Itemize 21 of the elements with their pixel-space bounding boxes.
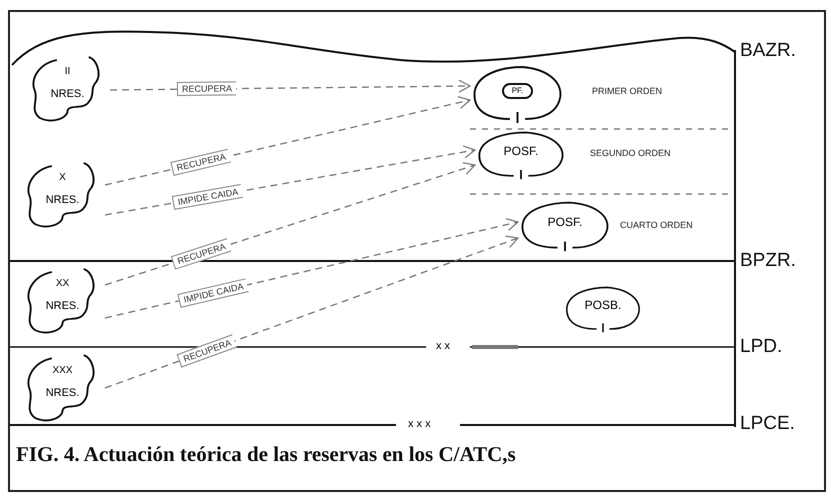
echelon-mark: II <box>64 66 70 78</box>
edge-label: IMPIDE CAIDA <box>177 278 248 308</box>
edge-label: IMPIDE CAIDA <box>172 184 244 210</box>
unit-label: NRES. <box>46 300 80 312</box>
unit-label: NRES. <box>46 386 80 400</box>
echelon-mark: XXX <box>52 364 72 376</box>
position-label: PF. <box>502 83 534 99</box>
unit-label: NRES. <box>46 194 80 206</box>
line-label: BAZR. <box>740 40 796 62</box>
line-label: LPCE. <box>740 413 795 435</box>
order-label: PRIMER ORDEN <box>592 86 662 97</box>
edge-label: RECUPERA <box>176 82 236 96</box>
caption: FIG. 4. Actuación teórica de las reservas en los C/ATC,s <box>16 441 516 467</box>
order-label: CUARTO ORDEN <box>620 220 693 231</box>
line-label: BPZR. <box>740 250 796 272</box>
line-label: LPD. <box>740 336 782 358</box>
unit-label: NRES. <box>50 88 84 100</box>
echelon-mark: XX <box>56 278 70 290</box>
echelon-mark: X <box>59 172 66 184</box>
order-label: SEGUNDO ORDEN <box>590 148 671 159</box>
arrow <box>104 236 519 389</box>
